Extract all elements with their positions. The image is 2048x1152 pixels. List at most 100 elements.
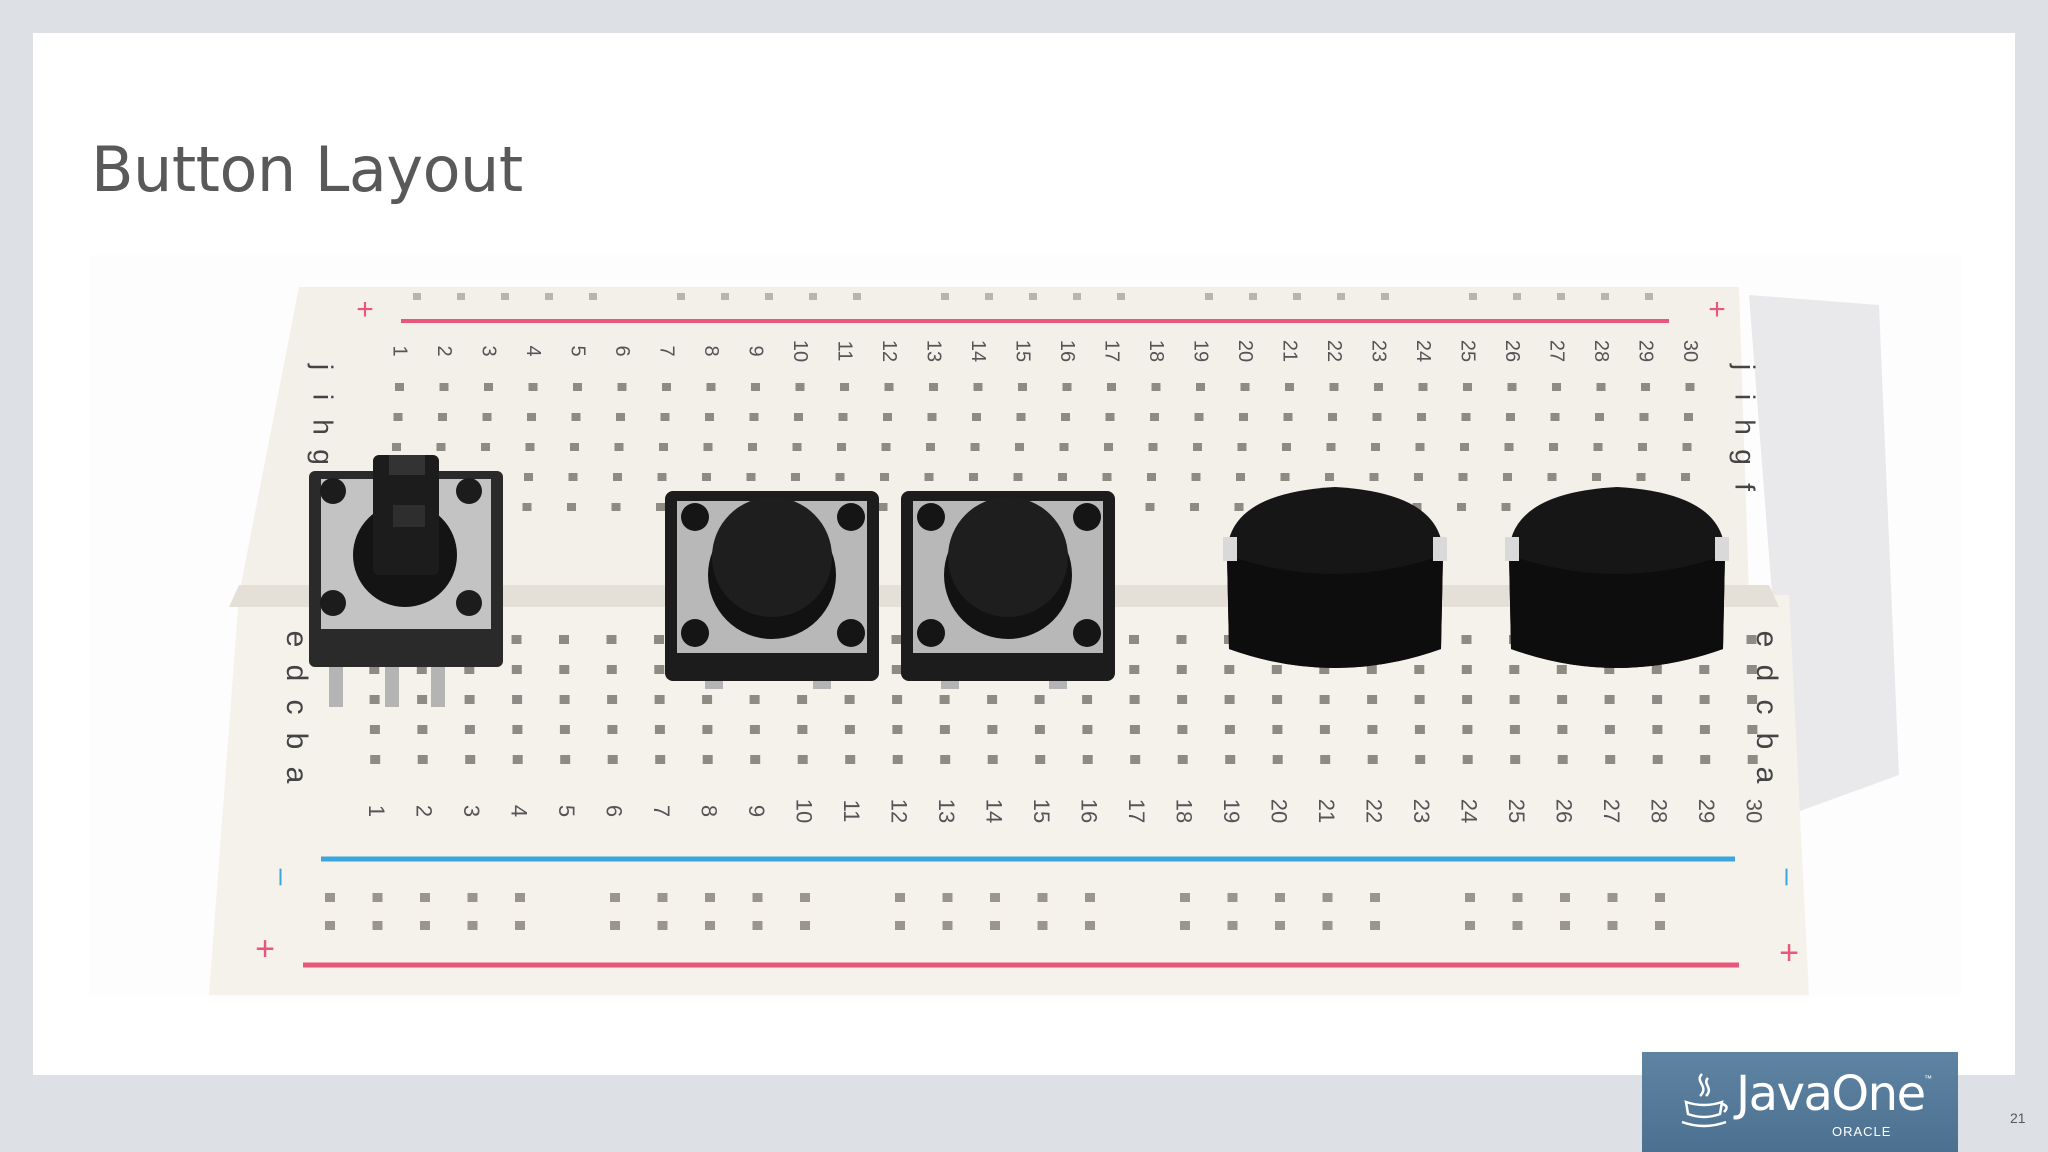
column-number-bottom: 3	[459, 805, 484, 817]
switch-corner-peg	[917, 503, 945, 531]
breadboard-hole	[1285, 383, 1294, 391]
rail-hole	[457, 293, 465, 300]
breadboard-hole	[1636, 473, 1646, 481]
breadboard-hole	[972, 413, 981, 421]
breadboard-hole	[606, 635, 617, 644]
breadboard-hole	[1282, 443, 1291, 451]
column-number-bottom: 1	[364, 805, 389, 817]
column-number-bottom: 12	[887, 799, 912, 823]
javaone-logo: JavaOne ™ ORACLE	[1642, 1052, 1958, 1152]
column-number-top: 21	[1279, 340, 1301, 362]
breadboard-hole	[512, 755, 523, 764]
breadboard-hole	[1700, 755, 1711, 764]
breadboard-hole	[438, 413, 447, 421]
breadboard-hole	[1746, 635, 1757, 644]
breadboard-hole	[1224, 665, 1235, 674]
row-letter-left: b	[280, 733, 313, 750]
rail-hole	[1469, 293, 1477, 300]
rail-hole	[1645, 293, 1653, 300]
column-number-top: 16	[1056, 340, 1078, 362]
breadboard-hole	[973, 383, 983, 391]
breadboard-hole	[370, 755, 381, 764]
breadboard-hole	[522, 503, 532, 511]
round-buzzer-1	[1223, 487, 1447, 668]
breadboard-hole	[660, 413, 670, 421]
breadboard-hole	[1148, 443, 1158, 451]
breadboard-hole	[1414, 725, 1425, 734]
breadboard-hole	[1699, 725, 1710, 734]
column-number-top: 5	[567, 345, 589, 356]
breadboard-hole	[1130, 755, 1141, 764]
column-number-bottom: 15	[1029, 799, 1054, 823]
buzzer-notch	[1223, 537, 1237, 561]
breadboard-hole	[1699, 695, 1710, 704]
column-number-bottom: 22	[1362, 799, 1387, 823]
breadboard-hole	[1177, 755, 1188, 764]
rail-hole	[610, 921, 620, 930]
breadboard-hole	[1509, 725, 1520, 734]
column-number-bottom: 14	[982, 799, 1007, 823]
breadboard-hole	[1681, 473, 1690, 481]
rail-hole	[1512, 921, 1523, 930]
breadboard-hole	[702, 473, 711, 481]
breadboard-hole	[751, 383, 760, 391]
buzzer-notch	[1715, 537, 1729, 561]
breadboard-hole	[1015, 443, 1024, 451]
row-letter-right: g	[1730, 449, 1761, 465]
breadboard-hole	[1557, 725, 1568, 734]
breadboard-hole	[1549, 443, 1558, 451]
column-number-top: 18	[1145, 340, 1167, 362]
column-number-bottom: 26	[1552, 799, 1577, 823]
plus-mark: +	[255, 930, 275, 968]
rail-hole	[372, 893, 383, 902]
breadboard-hole	[1605, 755, 1616, 764]
breadboard-hole	[1240, 383, 1250, 391]
breadboard-hole	[1595, 413, 1604, 421]
rail-hole	[610, 893, 620, 902]
breadboard-hole	[1271, 665, 1282, 674]
rail-hole	[705, 893, 715, 902]
rail-hole	[800, 921, 810, 930]
column-number-bottom: 5	[554, 805, 579, 817]
column-number-top: 23	[1368, 340, 1390, 362]
breadboard-hole	[1557, 695, 1568, 704]
rail-hole	[1037, 921, 1048, 930]
breadboard-hole	[1747, 725, 1758, 734]
breadboard-hole	[511, 665, 522, 674]
logo-brand: JavaOne	[1736, 1066, 1926, 1122]
breadboard-hole	[1177, 725, 1188, 734]
rail-hole	[1655, 893, 1665, 902]
breadboard-hole	[1129, 665, 1140, 674]
breadboard-hole	[570, 443, 579, 451]
breadboard-hole	[840, 383, 849, 391]
breadboard-hole	[797, 755, 808, 764]
switch-corner-peg	[681, 619, 709, 647]
rail-hole	[677, 293, 685, 300]
switch-corner-peg	[456, 478, 482, 504]
breadboard-hole	[573, 383, 582, 391]
switch-cap	[948, 497, 1068, 617]
row-letter-right: j	[1730, 363, 1761, 370]
breadboard-hole	[891, 635, 902, 644]
column-number-bottom: 10	[792, 799, 817, 823]
rail-hole	[990, 893, 1000, 902]
rail-hole	[809, 293, 817, 300]
rail-hole	[1227, 921, 1238, 930]
breadboard-hole	[1234, 503, 1244, 511]
breadboard-hole	[880, 473, 889, 481]
rail-hole	[1381, 293, 1389, 300]
breadboard-hole	[1414, 473, 1423, 481]
breadboard-hole	[616, 413, 625, 421]
breadboard-hole	[1319, 665, 1330, 674]
breadboard-hole	[748, 443, 757, 451]
rail-hole	[1322, 921, 1333, 930]
breadboard-hole	[464, 725, 475, 734]
column-number-bottom: 9	[744, 805, 769, 817]
rail-hole	[325, 893, 335, 902]
breadboard-hole	[1747, 755, 1758, 764]
breadboard-hole	[1417, 413, 1426, 421]
breadboard-hole	[1639, 413, 1649, 421]
breadboard-hole	[1550, 413, 1560, 421]
breadboard-hole	[702, 725, 713, 734]
